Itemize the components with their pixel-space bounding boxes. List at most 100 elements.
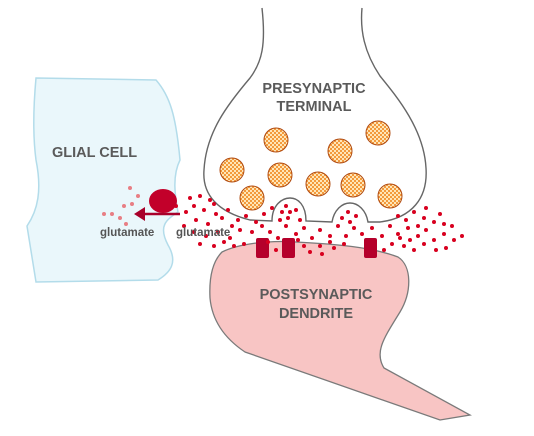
glutamate-dot [444, 246, 448, 250]
glial-cell-label: GLIAL CELL [52, 145, 137, 161]
glutamate-dot [388, 224, 392, 228]
glutamate-dot [202, 208, 206, 212]
released-glutamate-dot [110, 212, 114, 216]
glutamate-label-cleft: glutamate [176, 227, 230, 239]
glutamate-dot [370, 226, 374, 230]
glutamate-dot [192, 204, 196, 208]
glutamate-dot [396, 214, 400, 218]
presynaptic-terminal [203, 7, 427, 223]
glutamate-dot [424, 206, 428, 210]
receptor [364, 238, 377, 258]
glutamate-dot [310, 236, 314, 240]
released-glutamate-dot [124, 222, 128, 226]
glutamate-dot [344, 234, 348, 238]
glutamate-dot [286, 216, 290, 220]
glutamate-dot [194, 218, 198, 222]
glutamate-dot [382, 248, 386, 252]
glutamate-dot [328, 234, 332, 238]
glutamate-dot [268, 230, 272, 234]
vesicle [239, 185, 265, 211]
glutamate-dot [294, 232, 298, 236]
released-glutamate [102, 186, 140, 226]
glutamate-dot [404, 218, 408, 222]
glutamate-dot [216, 230, 220, 234]
glutamate-dot [226, 208, 230, 212]
glutamate-dot [342, 242, 346, 246]
glutamate-dot [242, 242, 246, 246]
glutamate-dot [270, 206, 274, 210]
glutamate-dot [346, 210, 350, 214]
glutamate-dot [254, 220, 258, 224]
glutamate-dot [244, 214, 248, 218]
postsynaptic-label-line2: DENDRITE [279, 306, 353, 322]
glutamate-dot [328, 240, 332, 244]
vesicle [267, 162, 293, 188]
glutamate-dot [198, 194, 202, 198]
glutamate-dot [236, 218, 240, 222]
glutamate-dot [424, 228, 428, 232]
glutamate-dot [294, 208, 298, 212]
glutamate-dot [230, 224, 234, 228]
released-glutamate-dot [118, 216, 122, 220]
glutamate-dot [212, 244, 216, 248]
glutamate-dot [402, 244, 406, 248]
glutamate-dot [284, 204, 288, 208]
glutamate-dot [280, 210, 284, 214]
glutamate-dot [396, 232, 400, 236]
postsynaptic-dendrite [209, 240, 472, 421]
glutamate-dot [438, 212, 442, 216]
glutamate-dot [298, 218, 302, 222]
glutamate-dot [412, 248, 416, 252]
released-glutamate-dot [136, 194, 140, 198]
synaptic-vesicles [219, 120, 403, 211]
glutamate-dot [398, 236, 402, 240]
glutamate-dot [260, 224, 264, 228]
glutamate-dot [320, 252, 324, 256]
glutamate-dot [452, 238, 456, 242]
glutamate-dot [318, 228, 322, 232]
glutamate-dot [336, 224, 340, 228]
glutamate-dot [222, 240, 226, 244]
glutamate-dot [318, 244, 322, 248]
glutamate-dot [416, 234, 420, 238]
glutamate-receptors [256, 238, 377, 258]
glutamate-dot [354, 214, 358, 218]
glutamate-dot [442, 232, 446, 236]
glutamate-dot [208, 198, 212, 202]
glutamate-dot [266, 240, 270, 244]
released-glutamate-dot [128, 186, 132, 190]
glutamate-dot [278, 218, 282, 222]
glutamate-dot [340, 216, 344, 220]
vesicle [327, 138, 353, 164]
vesicle [263, 127, 289, 153]
vesicle [377, 183, 403, 209]
receptor [256, 238, 269, 258]
glutamate-dot [184, 210, 188, 214]
presynaptic-label-line1: PRESYNAPTIC [262, 81, 366, 97]
glutamate-dot [232, 244, 236, 248]
glutamate-dot [284, 224, 288, 228]
glutamate-dot [274, 248, 278, 252]
presynaptic-label-line2: TERMINAL [277, 99, 352, 115]
released-glutamate-dot [102, 212, 106, 216]
glutamate-dot [288, 210, 292, 214]
glutamate-dot [432, 220, 436, 224]
glutamate-dot [416, 224, 420, 228]
vesicle [219, 157, 245, 183]
glutamate-dot [408, 238, 412, 242]
glutamate-dot [352, 226, 356, 230]
released-glutamate-dot [122, 204, 126, 208]
glutamate-dot [198, 242, 202, 246]
glutamate-dot [296, 238, 300, 242]
glutamate-dot [204, 234, 208, 238]
glutamate-dot [302, 244, 306, 248]
glutamate-dot [182, 224, 186, 228]
released-glutamate-dot [130, 202, 134, 206]
vesicle [340, 172, 366, 198]
postsynaptic-label-line1: POSTSYNAPTIC [260, 287, 373, 303]
glutamate-dot [360, 232, 364, 236]
glutamate-dot [442, 222, 446, 226]
glutamate-dot [212, 202, 216, 206]
glutamate-dot [302, 226, 306, 230]
